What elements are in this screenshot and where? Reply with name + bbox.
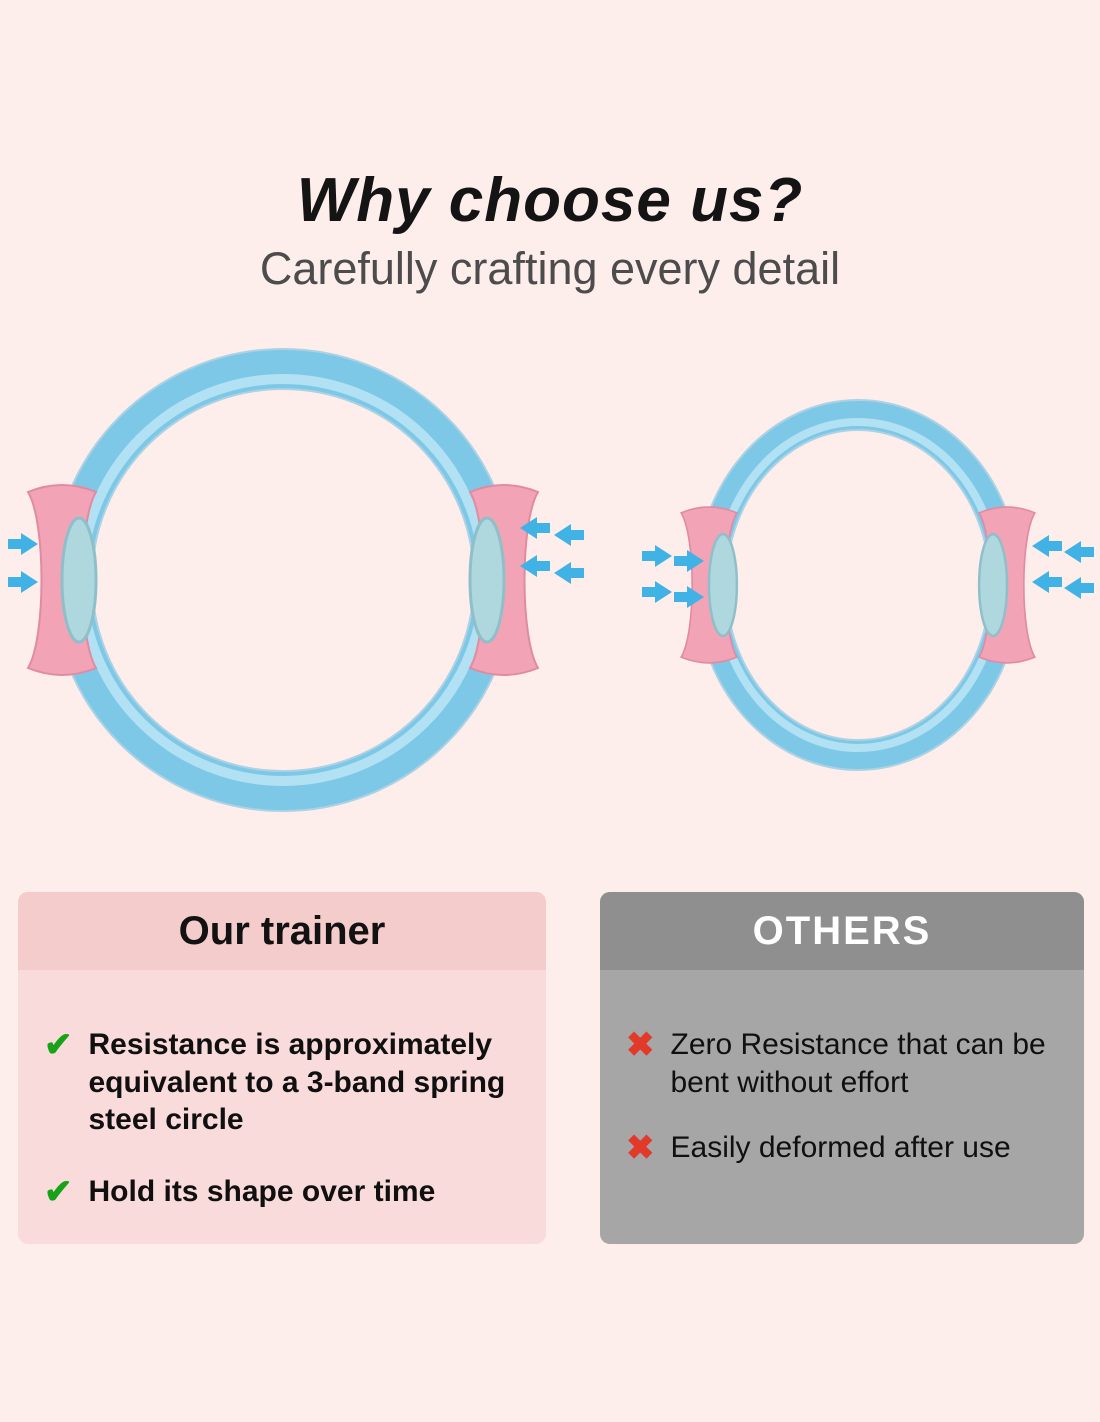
cross-icon: ✖: [626, 1129, 655, 1167]
rings-illustration: [8, 348, 1094, 812]
handle-pad: [468, 516, 506, 644]
ring-handle-right: [977, 506, 1037, 664]
bullet-text: Hold its shape over time: [88, 1174, 436, 1208]
panel-our-trainer-title: Our trainer: [178, 908, 386, 953]
panel-our-trainer-body: ✔ Resistance is approximately equivalent…: [18, 970, 546, 1212]
handle-pad: [60, 516, 98, 644]
panel-our-trainer: Our trainer ✔ Resistance is approximatel…: [18, 892, 546, 1244]
ring-handle-left: [26, 484, 98, 676]
compression-arrows-right-icon: [520, 517, 584, 584]
ring-handle-right: [468, 484, 540, 676]
handle-pad: [707, 532, 739, 638]
bullet-text: Resistance is approximately equivalent t…: [88, 1028, 506, 1136]
page-title: Why choose us?: [296, 166, 804, 235]
pilates-ring-ours: [8, 348, 584, 812]
ring-handle-left: [679, 506, 739, 664]
ring-highlight: [77, 374, 489, 786]
bullet-text: Easily deformed after use: [670, 1131, 1011, 1164]
compression-arrows-left-icon: [8, 533, 38, 593]
page-subtitle: Carefully crafting every detail: [259, 243, 841, 294]
list-item: ✔ Resistance is approximately equivalent…: [44, 1026, 520, 1139]
ring-highlight: [714, 418, 1002, 752]
panel-our-trainer-header: Our trainer: [18, 892, 546, 970]
panel-others-body: ✖ Zero Resistance that can be bent witho…: [600, 970, 1084, 1168]
ring-tube: [697, 401, 1019, 769]
panel-others-header: OTHERS: [600, 892, 1084, 970]
check-icon: ✔: [44, 1172, 73, 1211]
pilates-ring-others: [642, 399, 1094, 771]
ring-tube: [53, 350, 513, 810]
panel-others: OTHERS ✖ Zero Resistance that can be ben…: [600, 892, 1084, 1244]
bullet-text: Zero Resistance that can be bent without…: [670, 1028, 1046, 1099]
panel-others-title: OTHERS: [752, 908, 932, 953]
list-item: ✖ Zero Resistance that can be bent witho…: [626, 1026, 1058, 1101]
list-item: ✔ Hold its shape over time: [44, 1173, 520, 1212]
handle-pad: [977, 532, 1009, 638]
compression-arrows-right-icon: [1032, 535, 1094, 599]
list-item: ✖ Easily deformed after use: [626, 1129, 1058, 1168]
check-icon: ✔: [44, 1026, 73, 1064]
cross-icon: ✖: [626, 1026, 655, 1064]
